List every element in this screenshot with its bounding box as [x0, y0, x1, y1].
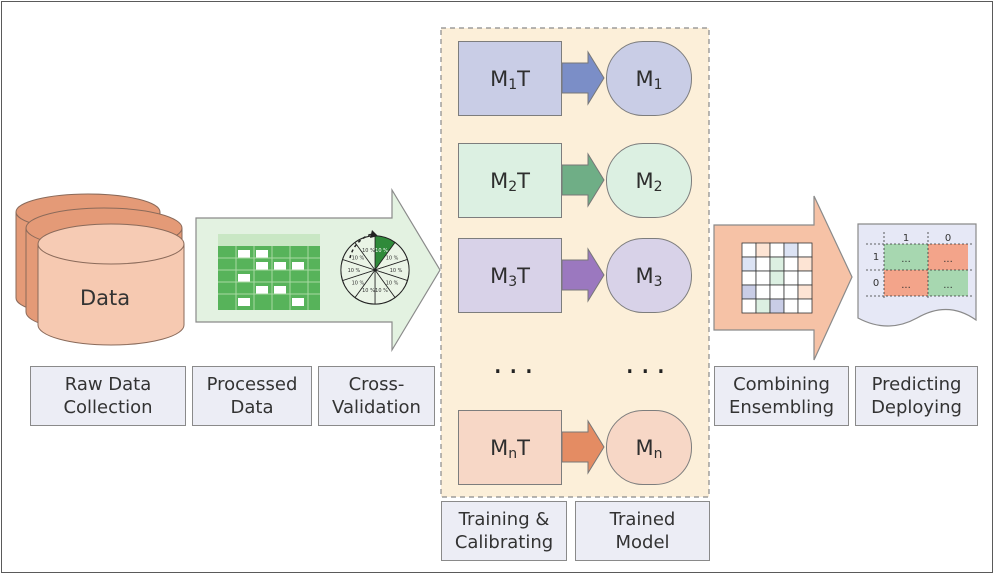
ensemble-grid-cell [783, 284, 799, 300]
confusion-col-header-1: 1 [903, 233, 909, 244]
train-sub: n [508, 445, 518, 462]
ensemble-grid-cell [755, 256, 771, 272]
model-sub: 3 [653, 273, 663, 290]
ensemble-grid-cell [797, 242, 813, 258]
train-base: M [490, 263, 509, 288]
stage-training-calibrating: Training & Calibrating [441, 501, 567, 561]
train-suffix: T [517, 263, 530, 288]
model-base: M [635, 263, 654, 288]
stage-predicting-deploying: Predicting Deploying [855, 366, 978, 426]
ensemble-grid-cell [797, 284, 813, 300]
pie-slice-label: 10 % [362, 248, 375, 254]
ensemble-grid-cell [769, 256, 785, 272]
confusion-cell: ... [943, 280, 953, 291]
pie-slice-label: 10 % [375, 248, 388, 254]
confusion-row-header-1: 1 [873, 252, 879, 263]
stage-cross-validation: Cross- Validation [318, 366, 435, 426]
ensemble-grid-cell [769, 298, 785, 314]
model-arrow [561, 50, 605, 106]
confusion-cell: ... [901, 280, 911, 291]
pie-slice-label: 10 % [362, 288, 375, 294]
pie-slice-label: 10 % [375, 288, 388, 294]
model-sub: 2 [653, 178, 663, 195]
ensemble-grid-cell [783, 242, 799, 258]
model-base: M [635, 435, 654, 460]
ellipsis-model: ... [625, 346, 672, 381]
train-base: M [490, 66, 509, 91]
ensemble-grid-icon [741, 242, 813, 314]
ensemble-grid-cell [755, 270, 771, 286]
model-arrow [561, 247, 605, 303]
model-base: M [635, 66, 654, 91]
ensemble-grid-cell [769, 270, 785, 286]
pie-slice-label: 10 % [352, 280, 365, 286]
pie-slice-label: 10 % [352, 256, 365, 262]
pie-slice-label: 10 % [386, 256, 399, 262]
spreadsheet-icon [218, 234, 320, 310]
confusion-cell: ... [943, 254, 953, 265]
ellipsis-train: ... [493, 346, 540, 381]
data-storage-icon [15, 193, 185, 346]
train-sub: 1 [508, 76, 518, 93]
pie-slice-label: 10 % [386, 280, 399, 286]
model-arrow [561, 419, 605, 475]
ensemble-grid-cell [783, 270, 799, 286]
ensemble-grid-cell [755, 242, 771, 258]
train-sub: 2 [508, 178, 518, 195]
data-label: Data [80, 286, 131, 310]
model-arrow [561, 152, 605, 208]
train-sub: 3 [508, 273, 518, 290]
stage-trained-model: Trained Model [575, 501, 710, 561]
ensemble-grid-cell [769, 284, 785, 300]
ensemble-grid-cell [741, 242, 757, 258]
train-suffix: T [517, 168, 530, 193]
confusion-matrix-icon: 1 0 1 0 ... ... ... ... [866, 232, 972, 300]
stage-processed-data: Processed Data [192, 366, 312, 426]
confusion-cell: ... [901, 254, 911, 265]
model-base: M [635, 168, 654, 193]
confusion-col-header-0: 0 [945, 233, 951, 244]
train-base: M [490, 168, 509, 193]
ensemble-grid-cell [755, 298, 771, 314]
model-sub: 1 [653, 76, 663, 93]
ensemble-grid-cell [755, 284, 771, 300]
ensemble-grid-cell [783, 298, 799, 314]
ensemble-grid-cell [741, 270, 757, 286]
train-suffix: T [517, 435, 530, 460]
pie-slice-label: 10 % [348, 268, 361, 274]
ensemble-grid-cell [741, 284, 757, 300]
ensemble-grid-cell [797, 256, 813, 272]
stage-combining-ensembling: Combining Ensembling [714, 366, 849, 426]
ensemble-grid-cell [783, 256, 799, 272]
train-base: M [490, 435, 509, 460]
ensemble-grid-cell [797, 270, 813, 286]
train-suffix: T [517, 66, 530, 91]
ensemble-grid-cell [741, 298, 757, 314]
ensemble-grid-cell [797, 298, 813, 314]
ensemble-grid-cell [741, 256, 757, 272]
model-sub: n [653, 445, 663, 462]
ensemble-grid-cell [769, 242, 785, 258]
pie-slice-label: 10 % [390, 268, 403, 274]
stage-raw-data-collection: Raw Data Collection [30, 366, 186, 426]
cross-validation-pie-icon: 10 %10 %10 %10 %10 %10 %10 %10 %10 %10 % [340, 235, 410, 305]
confusion-row-header-0: 0 [873, 278, 879, 289]
